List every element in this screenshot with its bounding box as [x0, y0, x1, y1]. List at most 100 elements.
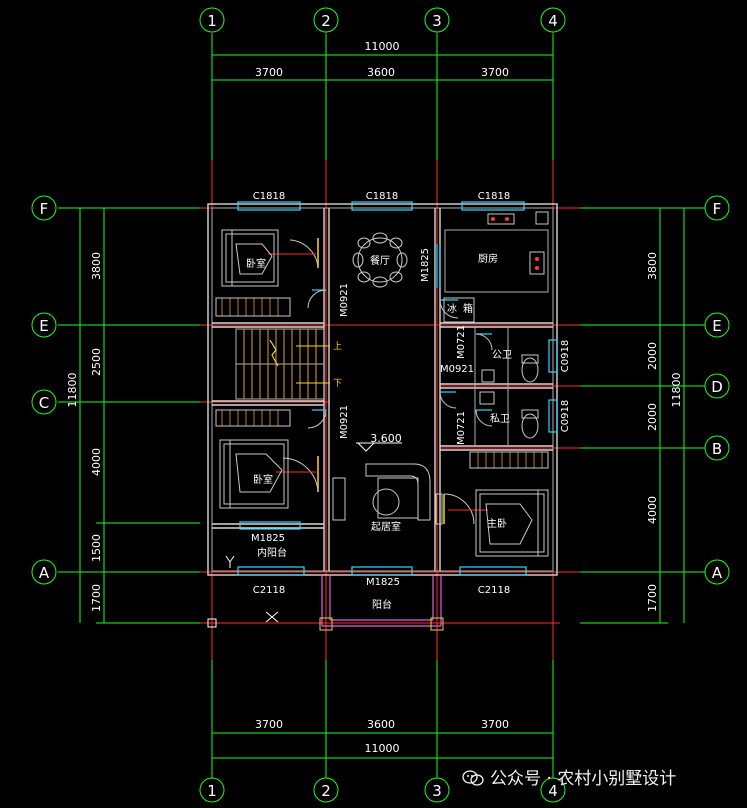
svg-text:F: F [713, 200, 722, 218]
room-labels: 卧室 餐厅 厨房 冰 箱 公卫 私卫 卧室 起居室 内阳台 主卧 阳台 3.60… [246, 252, 512, 611]
axis-bubble-E-right: E [704, 312, 730, 338]
svg-text:F: F [40, 200, 49, 218]
label-window-bath-lower: C0918 [560, 400, 571, 432]
room-fridge-2: 箱 [463, 302, 473, 315]
axis-bubble-2-top: 2 [313, 7, 339, 33]
room-bedroom-top: 卧室 [246, 257, 266, 270]
axis-bubble-F-left: F [31, 195, 57, 221]
label-door-balcony-inner: M1825 [251, 533, 285, 544]
axis-bubble-3-bottom: 3 [424, 777, 450, 803]
dim-left-span-1: 3800 [90, 252, 103, 280]
svg-text:C: C [39, 394, 49, 412]
wechat-icon [462, 770, 484, 786]
dim-bottom-span-1: 3700 [255, 718, 283, 731]
svg-text:2: 2 [321, 782, 331, 800]
svg-text:2: 2 [321, 12, 331, 30]
room-living: 起居室 [371, 520, 401, 533]
svg-text:1: 1 [207, 782, 217, 800]
svg-text:4: 4 [548, 782, 558, 800]
dim-top-span-1: 3700 [255, 66, 283, 79]
axis-bubble-A-left: A [31, 559, 57, 585]
label-window-bottom-right: C2118 [478, 585, 510, 596]
opening-labels: C1818 C1818 C1818 M1825 M0921 M0921 M072… [251, 191, 571, 596]
axis-bubble-F-right: F [704, 195, 730, 221]
grid-lines [58, 32, 705, 778]
dim-right-span-1: 3800 [646, 252, 659, 280]
svg-text:B: B [712, 440, 722, 458]
furniture [215, 211, 549, 557]
dim-right-span-4: 4000 [646, 496, 659, 524]
axis-bubble-4-bottom: 4 [540, 777, 566, 803]
dimension-text: 11000 3700 3600 3700 3700 3600 3700 1100… [66, 40, 683, 755]
dim-bottom-total: 11000 [365, 742, 400, 755]
level-mark: 3.600 [370, 432, 402, 445]
label-door-public-bath: M0721 [456, 325, 467, 359]
axis-bubble-1-bottom: 1 [199, 777, 225, 803]
axis-bubble-4-top: 4 [540, 7, 566, 33]
svg-text:D: D [711, 378, 723, 396]
svg-text:3: 3 [432, 782, 442, 800]
axis-bubble-1-top: 1 [199, 7, 225, 33]
label-window-top-left: C1818 [253, 191, 285, 202]
dimension-lines [58, 34, 705, 778]
balcony-outline [207, 555, 444, 631]
axis-bubble-B-right: B [704, 435, 730, 461]
room-fridge: 冰 [447, 302, 457, 315]
watermark: 公众号 · 农村小别墅设计 [462, 764, 676, 789]
label-door-hall-right: M0921 [440, 364, 474, 375]
room-public-bath: 公卫 [492, 350, 512, 361]
dim-right-total: 11800 [670, 373, 683, 408]
dim-right-span-3: 2000 [646, 403, 659, 431]
axis-bubble-3-top: 3 [424, 7, 450, 33]
svg-text:3: 3 [432, 12, 442, 30]
dim-left-total: 11800 [66, 373, 79, 408]
svg-text:E: E [712, 317, 721, 335]
room-balcony: 阳台 [372, 598, 392, 611]
bed-bottom-left [219, 439, 289, 509]
stair-down-label: 下 [333, 379, 342, 389]
dim-top-span-2: 3600 [367, 66, 395, 79]
dim-bottom-span-2: 3600 [367, 718, 395, 731]
room-bedroom-bottom: 卧室 [253, 473, 273, 486]
label-door-balcony: M1825 [366, 577, 400, 588]
dim-right-span-5: 1700 [646, 584, 659, 612]
sofa-set [332, 463, 443, 525]
bed-master [475, 489, 549, 557]
dim-left-span-2: 2500 [90, 348, 103, 376]
room-kitchen: 厨房 [478, 252, 498, 265]
room-private-bath: 私卫 [490, 413, 510, 425]
label-window-top-right: C1818 [478, 191, 510, 202]
dining-table [352, 232, 408, 288]
stair-up-label: 上 [333, 341, 342, 352]
dim-right-span-2: 2000 [646, 342, 659, 370]
svg-text:E: E [39, 317, 48, 335]
axis-bubble-A-right: A [704, 559, 730, 585]
svg-text:4: 4 [548, 12, 558, 30]
svg-text:1: 1 [207, 12, 217, 30]
dim-left-span-4: 1500 [90, 534, 103, 562]
axis-bubble-D-right: D [704, 373, 730, 399]
dim-top-total: 11000 [365, 40, 400, 53]
axis-bubble-2-bottom: 2 [313, 777, 339, 803]
axis-bubbles: 1 2 3 4 1 2 3 4 F E C A F E D B A [31, 7, 730, 803]
room-inner-balcony: 内阳台 [257, 546, 287, 559]
dim-top-span-3: 3700 [481, 66, 509, 79]
label-window-bottom-left: C2118 [253, 585, 285, 596]
watermark-text: 公众号 · 农村小别墅设计 [490, 769, 677, 789]
label-window-top-mid: C1818 [366, 191, 398, 202]
label-door-kitchen: M1825 [420, 248, 431, 282]
axis-bubble-E-left: E [31, 312, 57, 338]
stairs: 上 下 [235, 328, 342, 400]
dim-bottom-span-3: 3700 [481, 718, 509, 731]
label-door-dining-upper: M0921 [339, 283, 350, 317]
svg-text:A: A [712, 564, 723, 582]
dim-left-span-5: 1700 [90, 584, 103, 612]
room-dining: 餐厅 [370, 254, 390, 267]
bed-top-left [221, 229, 279, 287]
room-master-bedroom: 主卧 [487, 517, 507, 530]
axis-bubble-C-left: C [31, 389, 57, 415]
svg-text:A: A [39, 564, 50, 582]
label-door-private-bath: M0721 [456, 411, 467, 445]
doors [268, 238, 493, 525]
